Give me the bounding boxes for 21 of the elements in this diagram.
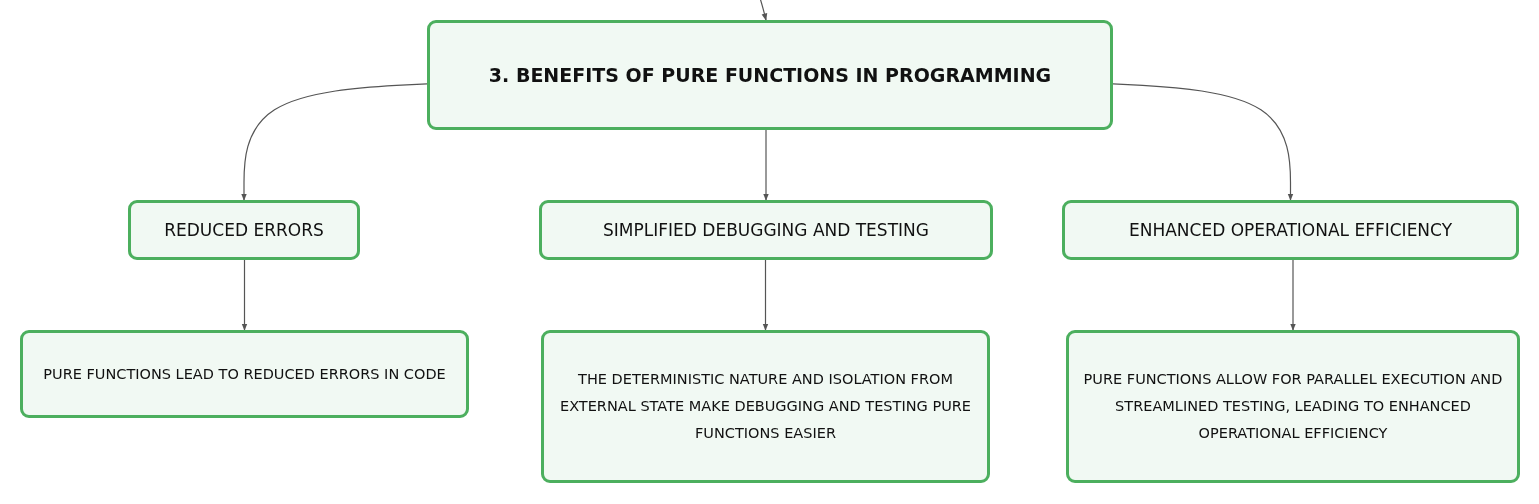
detail-text: PURE FUNCTIONS LEAD TO REDUCED ERRORS IN CODE <box>43 364 446 384</box>
arrow <box>762 259 769 331</box>
topic-box <box>427 20 1113 130</box>
subtopic-box <box>1062 200 1519 260</box>
arrow <box>763 129 769 201</box>
detail-text: PURE FUNCTIONS ALLOW FOR PARALLEL EXECUTION AND STREAMLINED TESTING, LEADING TO ENHANCED OPERATIONAL EFFICIENCY <box>1082 370 1504 443</box>
detail-text: THE DETERMINISTIC NATURE AND ISOLATION FROM EXTERNAL STATE MAKE DEBUGGING AND TESTING PURE FUNCTIONS EASIER <box>559 370 972 443</box>
subtopic-label: REDUCED ERRORS <box>164 220 324 240</box>
arrow <box>759 0 768 21</box>
subtopic-box <box>539 200 993 260</box>
subtopic-label: SIMPLIFIED DEBUGGING AND TESTING <box>603 220 929 240</box>
subtopic-box <box>128 200 360 260</box>
arrow <box>1112 83 1294 201</box>
arrow <box>241 83 428 201</box>
subtopic-label: ENHANCED OPERATIONAL EFFICIENCY <box>1128 220 1453 240</box>
detail-box <box>1066 330 1520 483</box>
arrow <box>241 259 248 331</box>
detail-box <box>541 330 990 483</box>
arrow <box>1290 259 1296 331</box>
topic-title: 3. BENEFITS OF PURE FUNCTIONS IN PROGRAMMING <box>488 64 1052 86</box>
detail-box <box>20 330 469 418</box>
